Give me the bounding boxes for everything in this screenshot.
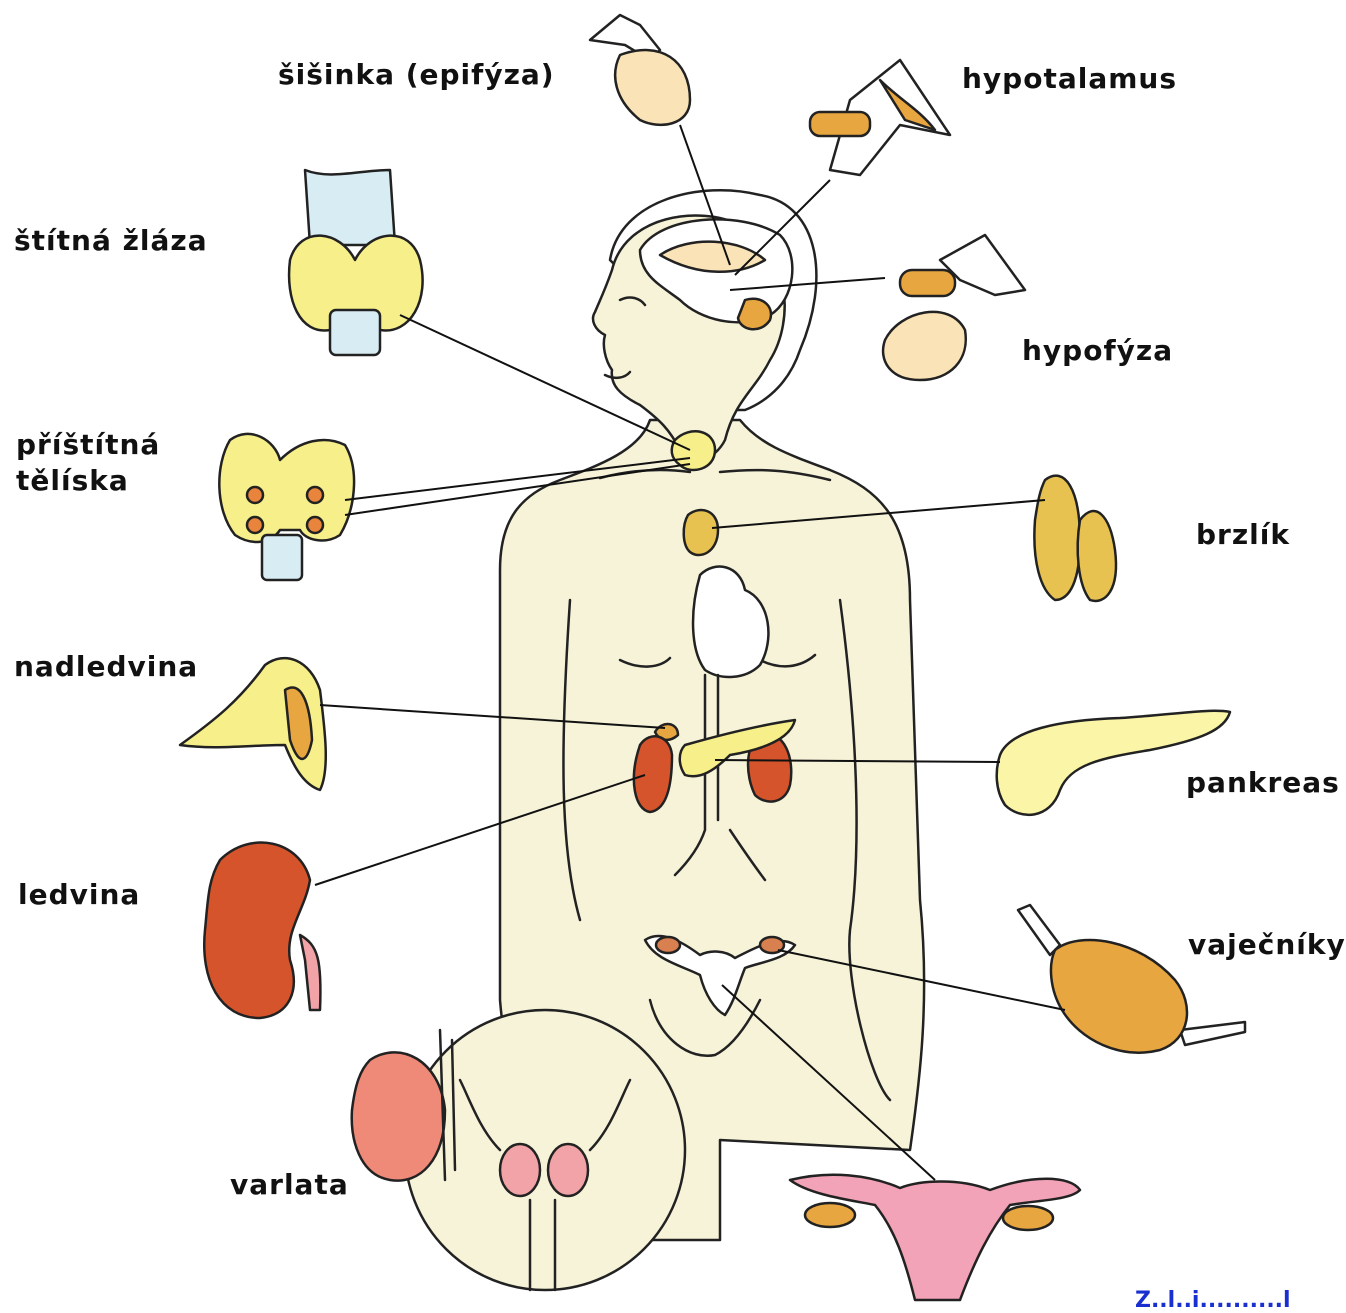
testis-organ [352, 1052, 445, 1180]
thyroid-illustration [289, 170, 423, 355]
label-kidney: ledvina [18, 878, 140, 912]
parathyroid-gland [219, 434, 354, 542]
cerebellum [738, 299, 771, 330]
thymus-illustration [1034, 476, 1116, 601]
source-link-fragment[interactable]: Z..l..i..........l [1135, 1288, 1291, 1313]
label-thymus: brzlík [1196, 518, 1290, 552]
parathyroid-trachea [262, 535, 302, 580]
pituitary-cut [900, 270, 955, 296]
kidney-illustration [204, 843, 320, 1018]
uterus-illustration [790, 1175, 1080, 1300]
kidney-organ [204, 843, 310, 1018]
parathyroid-body-2 [247, 517, 263, 533]
parathyroid-body-1 [247, 487, 263, 503]
inset-testis-left [500, 1144, 540, 1196]
label-adrenal: nadledvina [14, 650, 198, 684]
thyroid-trachea [330, 310, 380, 355]
pineal-illustration [590, 15, 690, 125]
thyroid-larynx [305, 170, 395, 245]
inset-circle [405, 1010, 685, 1290]
parathyroid-body-4 [307, 517, 323, 533]
parathyroid-illustration [219, 434, 354, 580]
label-pineal: šišinka (epifýza) [278, 58, 555, 92]
thymus-on-body [684, 510, 718, 555]
label-testes: varlata [230, 1168, 349, 1202]
hypothalamus-cut [810, 112, 870, 136]
ureter [300, 935, 320, 1010]
adrenal-illustration [180, 658, 326, 790]
thyroid-on-body [672, 431, 715, 470]
pineal-body [615, 50, 690, 125]
ovary-organ [1051, 940, 1187, 1053]
pituitary-gland [883, 312, 966, 380]
inset-testis-right [548, 1144, 588, 1196]
pituitary-illustration [883, 235, 1025, 380]
parathyroid-body-3 [307, 487, 323, 503]
uterus-ovary-left [805, 1203, 855, 1227]
male-inset [405, 1010, 685, 1290]
thymus-left-lobe [1034, 476, 1080, 600]
uterus-ovary-right [1003, 1206, 1053, 1230]
uterus-organ [790, 1175, 1080, 1300]
hypothalamus-illustration [810, 60, 950, 175]
label-ovaries: vaječníky [1188, 928, 1346, 962]
left-ovary-on-body [656, 937, 680, 953]
label-parathyroid-line1: příštítná [16, 428, 160, 462]
label-pituitary: hypofýza [1022, 334, 1173, 368]
label-thyroid: štítná žláza [14, 224, 208, 258]
label-pancreas: pankreas [1186, 766, 1340, 800]
label-hypothalamus: hypotalamus [962, 62, 1177, 96]
label-parathyroid-line2: tělíska [16, 464, 129, 498]
thymus-right-lobe [1078, 511, 1116, 601]
